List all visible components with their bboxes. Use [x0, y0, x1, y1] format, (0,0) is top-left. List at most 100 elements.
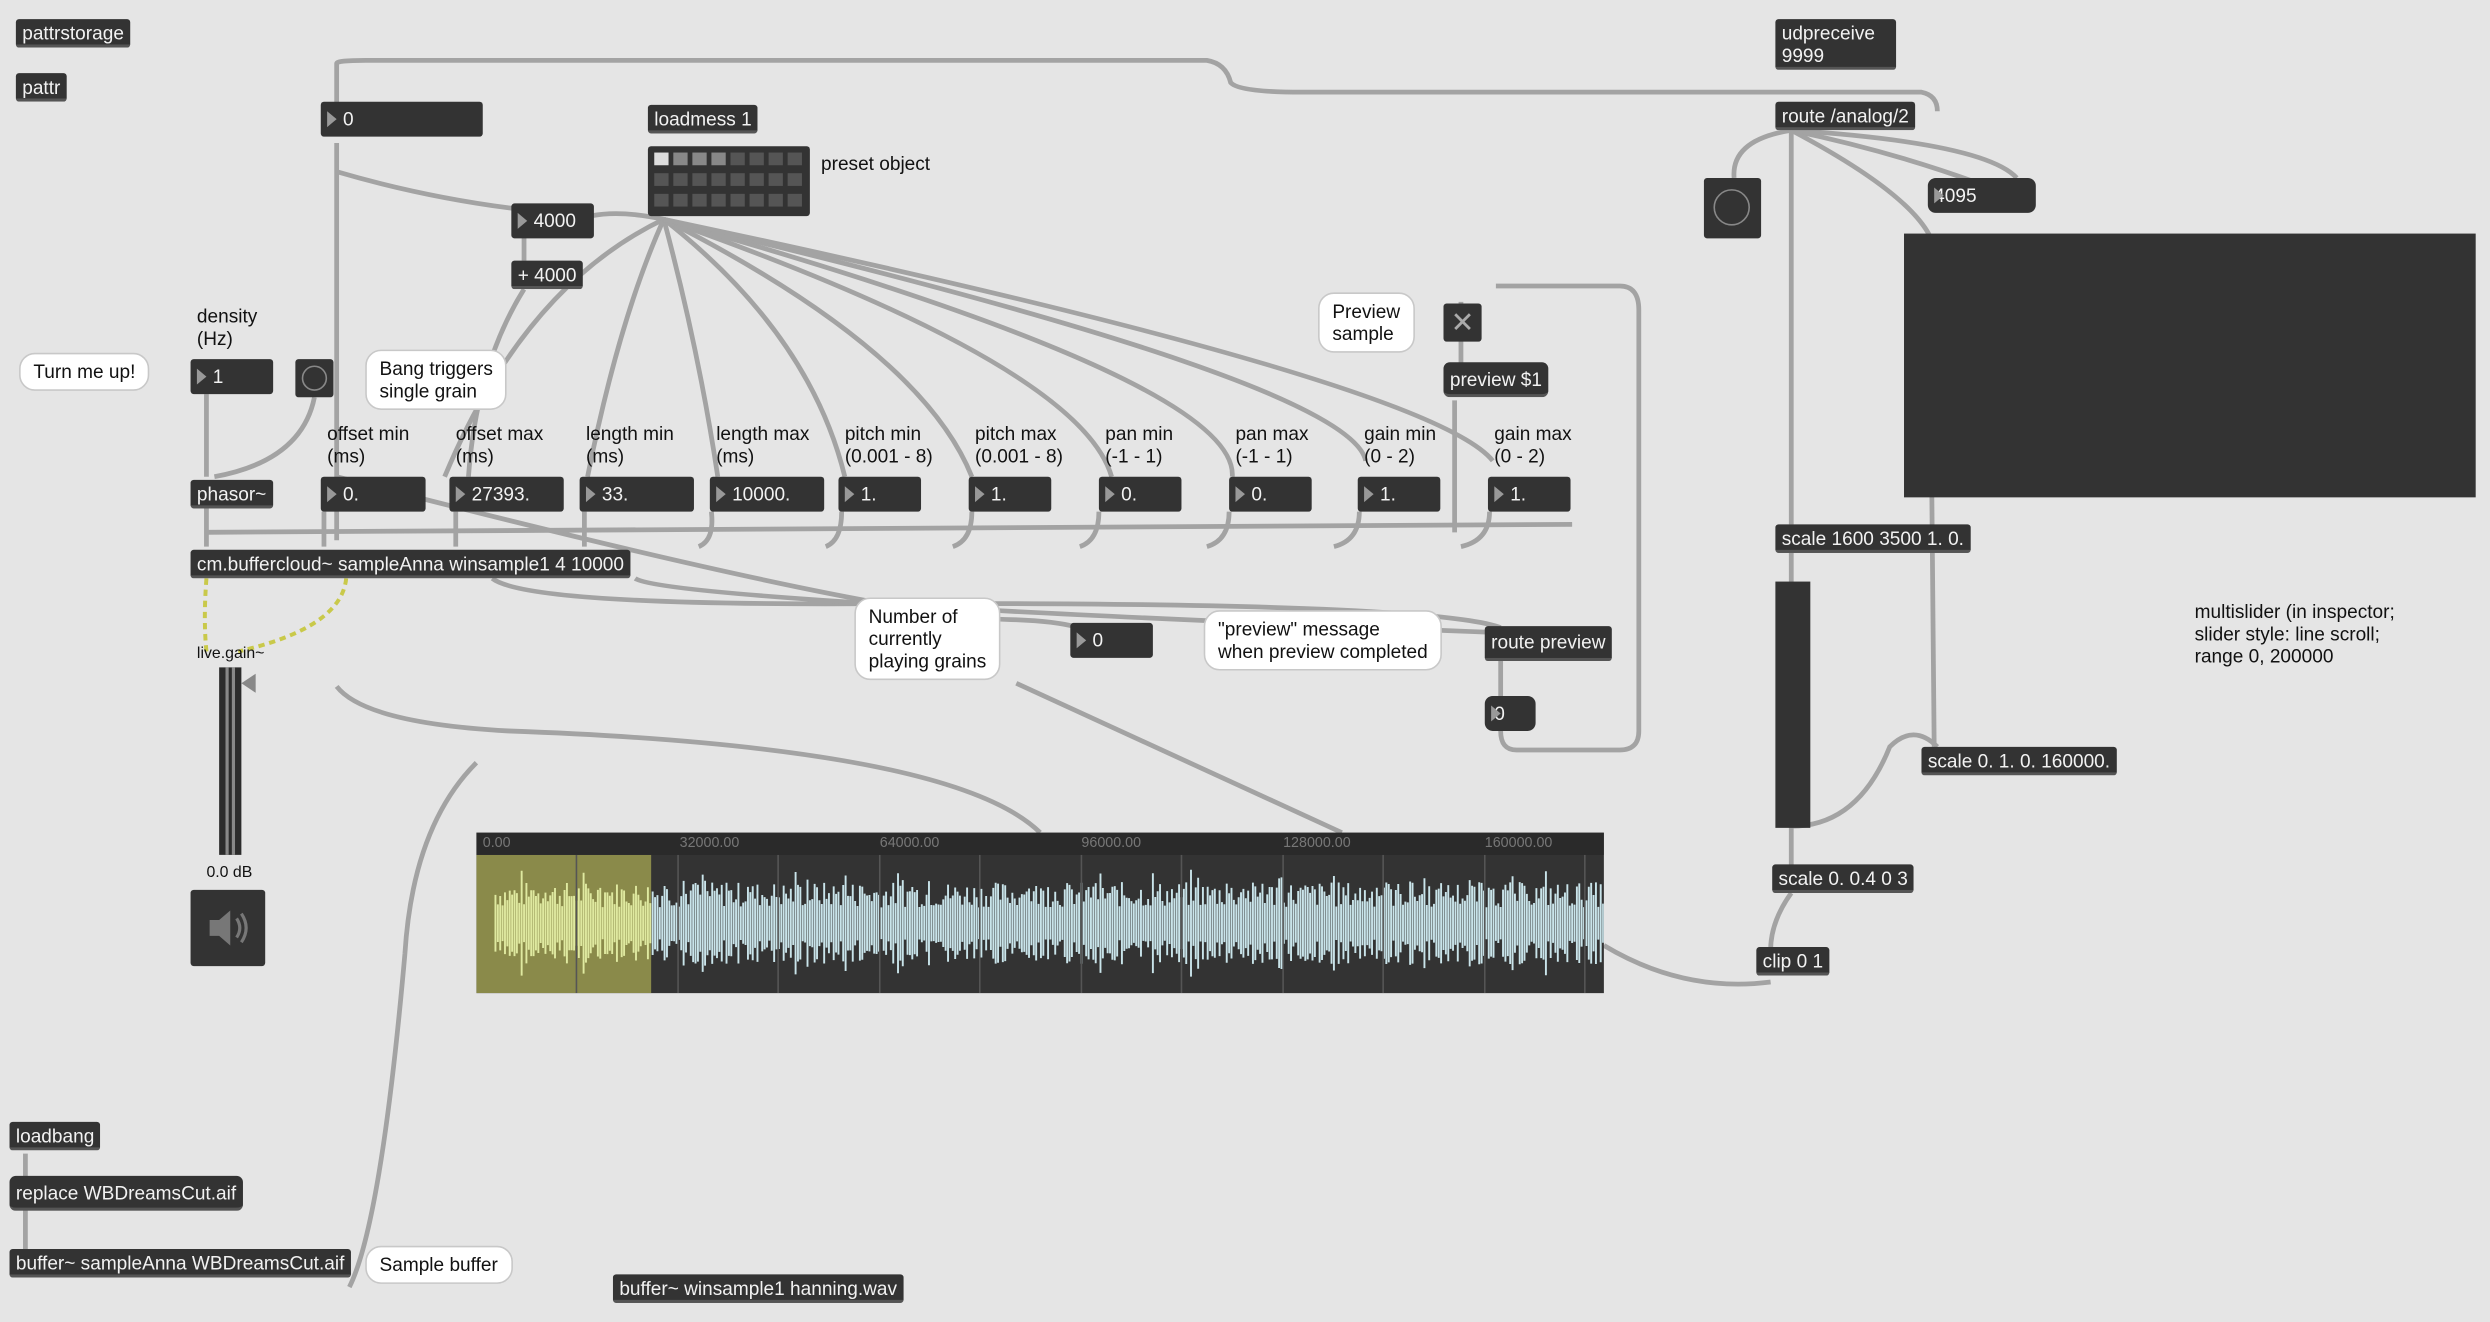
scale-160000-object[interactable]: scale 0. 1. 0. 160000.	[1921, 746, 2117, 776]
density-number-box[interactable]: 1	[190, 359, 274, 395]
param-label-offset-max: offset max (ms)	[455, 422, 544, 468]
live-gain-label: live.gain~	[196, 645, 265, 663]
param-number-gain-min[interactable]: 1.	[1357, 476, 1441, 512]
preset-slot[interactable]	[692, 152, 707, 166]
preset-slot[interactable]	[730, 173, 745, 186]
preset-slot[interactable]	[673, 173, 688, 186]
multislider-display[interactable]	[1904, 233, 2476, 498]
number-box-4095[interactable]: 4095	[1927, 177, 2036, 213]
preview-toggle[interactable]: ✕	[1443, 303, 1482, 342]
param-number-offset-max[interactable]: 27393.	[449, 476, 564, 512]
param-label-pitch-max: pitch max (0.001 - 8)	[975, 422, 1063, 468]
param-number-pan-min[interactable]: 0.	[1098, 476, 1182, 512]
preset-slot[interactable]	[654, 173, 669, 186]
plus-4000-object[interactable]: + 4000	[511, 260, 583, 290]
preset-slot[interactable]	[787, 193, 802, 207]
route-analog-object[interactable]: route /analog/2	[1775, 101, 1916, 131]
preset-slot[interactable]	[787, 173, 802, 186]
udpreceive-port: 9999	[1781, 44, 1825, 67]
gain-db-readout: 0.0 dB	[206, 864, 253, 882]
turn-me-up-comment: Turn me up!	[19, 352, 150, 391]
pattrstorage-object[interactable]: pattrstorage	[15, 19, 131, 48]
preset-slot[interactable]	[673, 193, 688, 207]
preset-slot[interactable]	[654, 152, 669, 166]
preset-slot[interactable]	[692, 193, 707, 207]
waveform-tick-2: 64000.00	[879, 834, 940, 851]
number-box-top[interactable]: 0	[320, 101, 483, 137]
grains-number-box[interactable]: 0	[1070, 622, 1153, 658]
preset-slot[interactable]	[749, 173, 764, 186]
bang-button-analog[interactable]	[1703, 177, 1762, 239]
preset-slot[interactable]	[768, 193, 783, 207]
scale-1600-object[interactable]: scale 1600 3500 1. 0.	[1775, 524, 1971, 553]
param-number-length-max[interactable]: 10000.	[709, 476, 825, 512]
param-label-offset-min: offset min (ms)	[327, 422, 410, 468]
param-number-gain-max[interactable]: 1.	[1487, 476, 1571, 512]
route-preview-number-box[interactable]: 0	[1484, 695, 1536, 731]
preset-slot[interactable]	[692, 173, 707, 186]
loadmess-object[interactable]: loadmess 1	[647, 104, 759, 134]
preset-slot[interactable]	[711, 173, 726, 186]
replace-message-box[interactable]: replace WBDreamsCut.aif	[9, 1175, 243, 1211]
bang-triggers-comment: Bang triggers single grain	[365, 349, 508, 410]
close-x-icon: ✕	[1450, 306, 1475, 339]
preview-message-box[interactable]: preview $1	[1443, 362, 1549, 398]
multislider-note: multislider (in inspector; slider style:…	[2194, 600, 2395, 668]
preset-slot[interactable]	[749, 193, 764, 207]
preview-sample-comment: Preview sample	[1318, 292, 1415, 353]
live-gain-slider[interactable]	[219, 667, 242, 855]
preset-slot[interactable]	[711, 152, 726, 166]
param-number-pitch-min[interactable]: 1.	[838, 476, 922, 512]
preset-slot[interactable]	[749, 152, 764, 166]
clip-object[interactable]: clip 0 1	[1756, 947, 1830, 976]
waveform-ruler	[476, 832, 1604, 855]
param-number-offset-min[interactable]: 0.	[320, 476, 426, 512]
param-label-pan-min: pan min (-1 - 1)	[1105, 422, 1174, 468]
preset-slot[interactable]	[730, 193, 745, 207]
param-label-gain-min: gain min (0 - 2)	[1364, 422, 1437, 468]
loadbang-object[interactable]: loadbang	[9, 1121, 101, 1151]
waveform-tick-5: 160000.00	[1484, 834, 1553, 851]
number-of-grains-comment: Number of currently playing grains	[854, 597, 1001, 681]
param-number-pitch-max[interactable]: 1.	[968, 476, 1052, 512]
waveform-tick-4: 128000.00	[1283, 834, 1351, 851]
route-preview-object[interactable]: route preview	[1484, 626, 1612, 662]
phasor-object[interactable]: phasor~	[190, 479, 273, 509]
preset-object[interactable]	[647, 146, 810, 217]
scale-0-3-object[interactable]: scale 0. 0.4 0 3	[1772, 864, 1915, 894]
preset-slot[interactable]	[673, 152, 688, 166]
param-number-length-min[interactable]: 33.	[579, 476, 694, 512]
waveform-tick-0: 0.00	[482, 834, 511, 851]
gain-pointer-icon[interactable]	[241, 673, 256, 693]
waveform-tick-3: 96000.00	[1081, 834, 1142, 851]
udpreceive-object[interactable]: udpreceive 9999	[1775, 19, 1897, 70]
param-number-pan-max[interactable]: 0.	[1229, 476, 1312, 512]
udpreceive-name: udpreceive	[1781, 22, 1875, 45]
density-label: density (Hz)	[196, 305, 258, 350]
preset-slot[interactable]	[787, 152, 802, 166]
waveform-display[interactable]: 0.00 32000.00 64000.00 96000.00 128000.0…	[476, 832, 1604, 994]
vertical-slider[interactable]	[1775, 581, 1811, 828]
preset-slot[interactable]	[768, 152, 783, 166]
waveform-graphic	[476, 854, 1604, 994]
preset-slot[interactable]	[654, 193, 669, 207]
ezdac-button[interactable]	[190, 889, 266, 967]
param-label-length-min: length min (ms)	[585, 422, 674, 468]
sample-buffer-comment: Sample buffer	[365, 1245, 513, 1284]
speaker-icon	[209, 910, 248, 946]
pattr-object[interactable]: pattr	[15, 73, 67, 102]
grain-bang-button[interactable]	[295, 359, 334, 398]
param-label-gain-max: gain max (0 - 2)	[1494, 422, 1572, 468]
number-box-4000[interactable]: 4000	[511, 203, 594, 239]
preset-slot[interactable]	[768, 173, 783, 186]
buffercloud-object[interactable]: cm.buffercloud~ sampleAnna winsample1 4 …	[190, 549, 631, 579]
preview-message-comment: "preview" message when preview completed	[1203, 610, 1443, 671]
buffer-sample-object[interactable]: buffer~ sampleAnna WBDreamsCut.aif	[9, 1248, 351, 1278]
preset-slot[interactable]	[711, 193, 726, 207]
preset-slot[interactable]	[730, 152, 745, 166]
waveform-tick-1: 32000.00	[679, 834, 740, 851]
param-label-length-max: length max (ms)	[716, 422, 810, 468]
buffer-winsample-object[interactable]: buffer~ winsample1 hanning.wav	[612, 1274, 904, 1303]
param-label-pan-max: pan max (-1 - 1)	[1235, 422, 1309, 468]
